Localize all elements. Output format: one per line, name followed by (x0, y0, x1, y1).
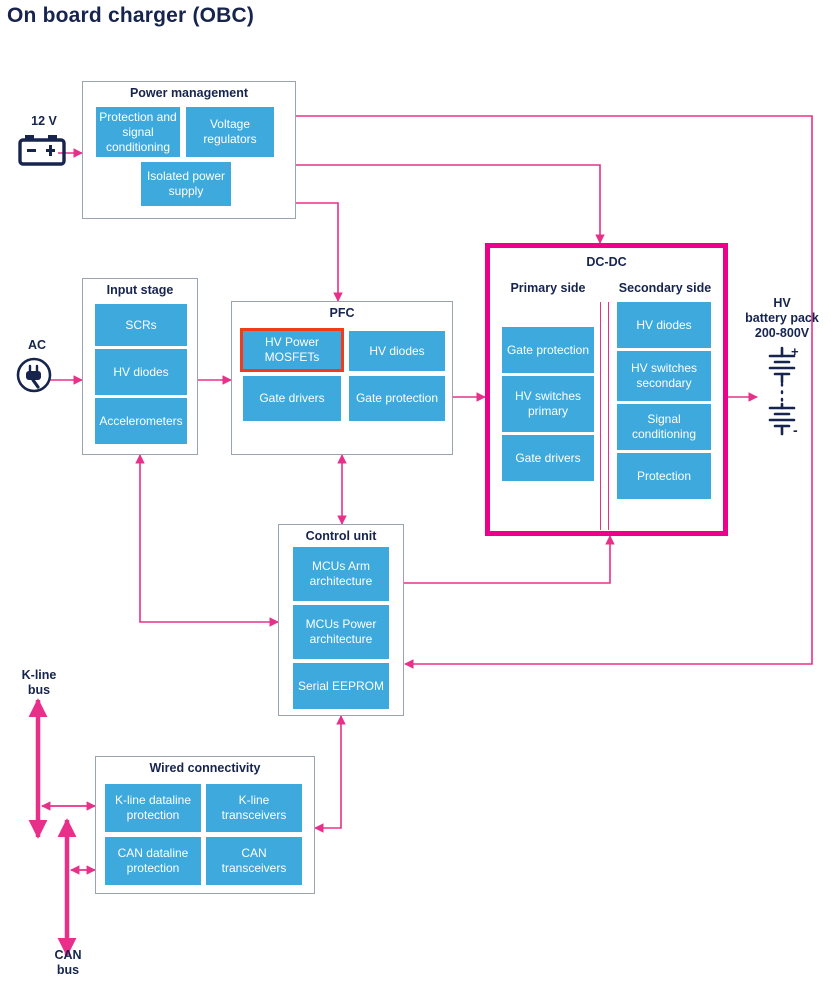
block-voltage-regulators[interactable]: Voltage regulators (186, 107, 274, 157)
subgroup-title-secondary-side: Secondary side (618, 281, 712, 295)
block-gate-protection-pfc[interactable]: Gate protection (349, 376, 445, 421)
block-protection-and-signal-conditioning[interactable]: Protection and signal conditioning (96, 107, 180, 157)
label-hv-battery-line1: HV (773, 296, 791, 310)
block-gate-drivers-primary[interactable]: Gate drivers (502, 435, 594, 481)
block-kline-dataline-protection[interactable]: K-line dataline protection (105, 784, 201, 832)
label-hv-battery-line3: 200-800V (754, 326, 810, 340)
label-can-bus-line1: CAN (54, 948, 82, 962)
block-hv-power-mosfets[interactable]: HV Power MOSFETs (240, 328, 344, 372)
block-hv-diodes-secondary[interactable]: HV diodes (617, 302, 711, 348)
hv-battery-cells-icon: + - (758, 344, 806, 445)
label-kline-bus-line2: bus (27, 683, 51, 697)
block-hv-switches-primary[interactable]: HV switches primary (502, 376, 594, 432)
group-title-dcdc: DC-DC (586, 255, 627, 269)
group-dcdc[interactable]: DC-DC Primary side Secondary side Gate p… (485, 243, 728, 536)
block-mcus-power-architecture[interactable]: MCUs Power architecture (293, 605, 389, 659)
block-can-transceivers[interactable]: CAN transceivers (206, 837, 302, 885)
group-wired-connectivity[interactable]: Wired connectivity K-line dataline prote… (95, 756, 315, 894)
block-hv-switches-secondary[interactable]: HV switches secondary (617, 351, 711, 401)
group-control-unit[interactable]: Control unit MCUs Arm architecture MCUs … (278, 524, 404, 716)
block-signal-conditioning-secondary[interactable]: Signal conditioning (617, 404, 711, 450)
group-title-wired-connectivity: Wired connectivity (149, 761, 261, 775)
isolation-barrier-line-right (608, 302, 609, 530)
page-title: On board charger (OBC) (7, 4, 255, 27)
label-kline-bus-line1: K-line (21, 668, 57, 682)
group-title-pfc: PFC (329, 306, 355, 320)
block-protection-secondary[interactable]: Protection (617, 453, 711, 499)
block-accelerometers[interactable]: Accelerometers (95, 398, 187, 444)
wire-power-management-to-pfc (296, 202, 343, 302)
label-12v: 12 V (31, 114, 57, 128)
group-input-stage[interactable]: Input stage SCRs HV diodes Accelerometer… (82, 278, 198, 455)
ac-plug-icon (14, 355, 54, 400)
label-hv-battery-line2: battery pack (745, 311, 819, 325)
block-gate-drivers-pfc[interactable]: Gate drivers (243, 376, 341, 421)
group-title-power-management: Power management (129, 86, 249, 100)
block-can-dataline-protection[interactable]: CAN dataline protection (105, 837, 201, 885)
svg-text:+: + (791, 346, 799, 359)
block-kline-transceivers[interactable]: K-line transceivers (206, 784, 302, 832)
block-hv-diodes-pfc[interactable]: HV diodes (349, 331, 445, 371)
group-power-management[interactable]: Power management Protection and signal c… (82, 81, 296, 219)
label-ac: AC (27, 338, 47, 352)
block-serial-eeprom[interactable]: Serial EEPROM (293, 663, 389, 709)
wire-power-management-to-dcdc (296, 164, 605, 244)
isolation-barrier-line-left (600, 302, 601, 530)
group-title-control-unit: Control unit (305, 529, 377, 543)
block-mcus-arm-architecture[interactable]: MCUs Arm architecture (293, 547, 389, 601)
block-gate-protection-primary[interactable]: Gate protection (502, 327, 594, 373)
svg-text:-: - (793, 422, 798, 438)
wire-control-unit-to-wired-connectivity (314, 715, 346, 833)
subgroup-title-primary-side: Primary side (510, 281, 586, 295)
block-hv-diodes-input[interactable]: HV diodes (95, 349, 187, 395)
group-title-input-stage: Input stage (106, 283, 174, 297)
wire-input-stage-to-control-unit (135, 454, 279, 627)
label-can-bus-line2: bus (56, 963, 80, 977)
group-pfc[interactable]: PFC HV Power MOSFETs HV diodes Gate driv… (231, 301, 453, 455)
block-isolated-power-supply[interactable]: Isolated power supply (141, 162, 231, 206)
car-battery-icon (18, 133, 70, 172)
block-scrs[interactable]: SCRs (95, 304, 187, 346)
